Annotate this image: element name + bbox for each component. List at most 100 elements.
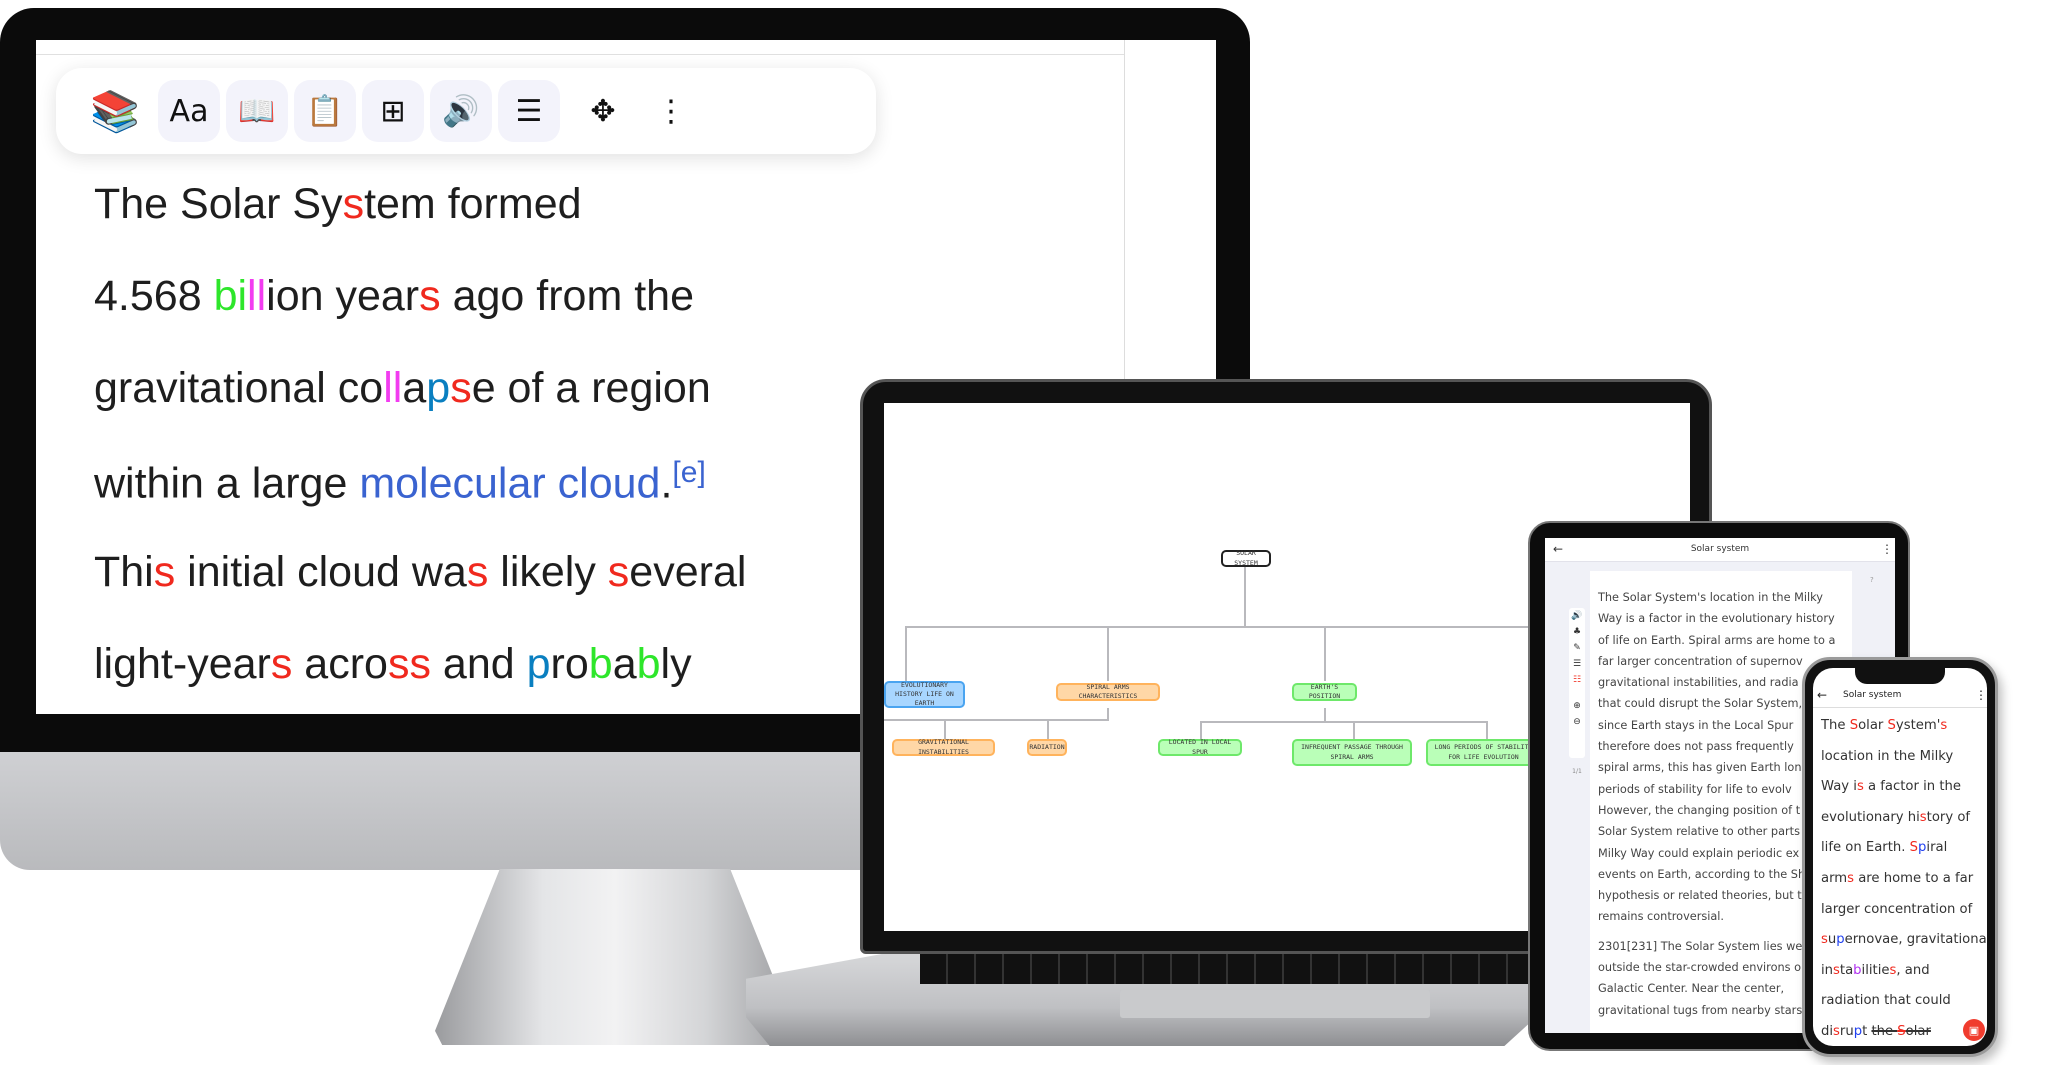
highlighted-letters: s bbox=[270, 640, 293, 688]
font-settings-button[interactable]: Aa bbox=[158, 80, 220, 142]
list-icon[interactable]: ☰ bbox=[1572, 659, 1582, 669]
clipboard-check-icon: 📋 bbox=[306, 93, 344, 129]
highlighted-letters[interactable]: [e] bbox=[672, 456, 706, 489]
highlighted-letters: s bbox=[1847, 870, 1854, 886]
text-line: events on Earth, according to the Sh bbox=[1598, 867, 1806, 881]
text-line: radiation that could bbox=[1821, 993, 1987, 1024]
highlighted-letters: ll bbox=[247, 272, 267, 320]
connector bbox=[905, 626, 1690, 628]
text-segment: a bbox=[612, 640, 637, 688]
mind-map-node-radiation[interactable]: RADIATION bbox=[1027, 739, 1067, 756]
highlighted-letters[interactable]: molecular cloud bbox=[359, 459, 661, 508]
highlighted-letters: s bbox=[1856, 779, 1864, 795]
text-line: larger concentration of bbox=[1821, 902, 1987, 933]
text-segment: ro bbox=[550, 640, 589, 688]
more-options-icon[interactable]: ⋮ bbox=[1881, 542, 1893, 556]
tablet-screen: ← Solar system ⋮ ? 🔊 ♣ ✎ ☰ ☷ ⊕ ⊖ 1/1 The… bbox=[1545, 538, 1895, 1033]
help-icon[interactable]: ? bbox=[1870, 576, 1874, 584]
connector bbox=[1244, 563, 1246, 628]
tablet-side-toolbar: 🔊 ♣ ✎ ☰ ☷ ⊕ ⊖ bbox=[1569, 608, 1585, 758]
mind-map-node-long-periods-stability[interactable]: LONG PERIODS OF STABILITY FOR LIFE EVOLU… bbox=[1426, 739, 1541, 766]
mind-map-icon: ⊞ bbox=[380, 93, 406, 129]
text-segment: acro bbox=[292, 640, 388, 688]
text-segment: . bbox=[660, 459, 673, 508]
mind-map-node-evolutionary-history[interactable]: EVOLUTIONARY HISTORY LIFE ON EARTH bbox=[884, 681, 965, 708]
font-settings-icon: Aa bbox=[169, 93, 209, 129]
text-line: Solar System relative to other parts bbox=[1598, 825, 1800, 839]
line-highlight-icon[interactable]: ☷ bbox=[1572, 675, 1582, 685]
mind-map-node-spiral-arms[interactable]: SPIRAL ARMS CHARACTERISTICS bbox=[1056, 683, 1160, 701]
back-arrow-icon[interactable]: ← bbox=[1817, 688, 1828, 702]
zoom-in-icon[interactable]: ⊕ bbox=[1573, 701, 1581, 711]
text-segment: 4.568 bbox=[94, 272, 214, 320]
highlighted-letters: s bbox=[419, 272, 441, 320]
more-options-icon[interactable]: ⋮ bbox=[1975, 688, 1987, 702]
app-logo-icon: 📚 bbox=[84, 80, 146, 142]
highlighted-letters: s bbox=[153, 548, 176, 596]
mind-map-node-earths-position[interactable]: EARTH'S POSITION bbox=[1292, 683, 1357, 701]
tablet-title: Solar system bbox=[1690, 544, 1750, 554]
line-highlight-button[interactable]: ☰ bbox=[498, 80, 560, 142]
text-line: outside the star-crowded environs o bbox=[1598, 961, 1802, 975]
highlighted-letters: b bbox=[636, 640, 661, 688]
text-line: within a large molecular cloud.[e] bbox=[94, 456, 854, 548]
text-line: gravitational instabilities, and radia bbox=[1598, 676, 1799, 690]
text-line: This initial cloud was likely several bbox=[94, 548, 854, 640]
connector bbox=[1486, 721, 1488, 739]
text-segment: tory of bbox=[1926, 809, 1971, 825]
text-segment: radiation that could bbox=[1821, 993, 1951, 1009]
text-line: gravitational collapse of a region bbox=[94, 364, 854, 456]
text-segment: evolutionary hi bbox=[1821, 809, 1920, 825]
divider bbox=[36, 54, 1124, 55]
text-line: that could disrupt the Solar System, bbox=[1598, 697, 1803, 711]
text-line: The Solar System formed bbox=[94, 180, 854, 272]
text-line: Way is a factor in the evolutionary hist… bbox=[1598, 612, 1835, 626]
text-line: Way is a factor in the bbox=[1821, 779, 1987, 810]
text-segment: ta bbox=[1839, 962, 1854, 978]
connector bbox=[1353, 721, 1355, 739]
text-to-speech-button[interactable]: 🔊 bbox=[430, 80, 492, 142]
back-arrow-icon[interactable]: ← bbox=[1553, 542, 1564, 556]
mind-map-node-gravitational-instabilities[interactable]: GRAVITATIONAL INSTABILITIES bbox=[892, 738, 995, 756]
text-line: since Earth stays in the Local Spur bbox=[1598, 718, 1794, 732]
move-toolbar-icon: ✥ bbox=[590, 93, 616, 129]
zoom-out-icon[interactable]: ⊖ bbox=[1573, 717, 1581, 727]
text-line: location in the Milky bbox=[1821, 749, 1987, 780]
text-line: 2301[231] The Solar System lies we bbox=[1598, 939, 1803, 953]
highlighted-letters: p bbox=[1836, 932, 1845, 948]
highlighted-letters: p bbox=[426, 364, 451, 412]
text-segment: a bbox=[402, 364, 427, 412]
text-segment: olar bbox=[1905, 1023, 1931, 1039]
app-logo-fab-button[interactable]: ▣ bbox=[1963, 1019, 1985, 1041]
text-segment: in bbox=[1821, 962, 1834, 978]
phone-header: ← Solar system ⋮ bbox=[1813, 684, 1987, 708]
mind-map-icon[interactable]: ♣ bbox=[1572, 627, 1582, 637]
text-line: instabilities, and bbox=[1821, 963, 1987, 994]
text-line: far larger concentration of supernov bbox=[1598, 654, 1803, 668]
mind-map-node-infrequent-passage[interactable]: INFREQUENT PASSAGE THROUGH SPIRAL ARMS bbox=[1292, 739, 1412, 766]
text-line: arms are home to a far bbox=[1821, 871, 1987, 902]
highlighted-letters: s bbox=[1889, 962, 1897, 978]
highlighted-letters: b bbox=[1853, 962, 1862, 978]
reader-toolbar: 📚 Aa 📖 📋 ⊞ 🔊☰ ✥ ⋮ bbox=[56, 68, 876, 154]
connector bbox=[1200, 721, 1202, 739]
text-line: therefore does not pass frequently bbox=[1598, 740, 1794, 754]
text-segment: ly bbox=[660, 640, 692, 688]
pencil-icon[interactable]: ✎ bbox=[1573, 643, 1581, 653]
connector bbox=[1324, 708, 1326, 722]
reading-mode-button[interactable]: 📖 bbox=[226, 80, 288, 142]
more-options-button[interactable]: ⋮ bbox=[640, 80, 702, 142]
text-segment: within a large bbox=[94, 459, 360, 508]
clipboard-check-button[interactable]: 📋 bbox=[294, 80, 356, 142]
mind-map-node-local-spur[interactable]: LOCATED IN LOCAL SPUR bbox=[1158, 738, 1242, 756]
text-segment: The bbox=[1821, 718, 1850, 733]
text-segment: Way i bbox=[1821, 779, 1857, 795]
move-toolbar-button[interactable]: ✥ bbox=[572, 80, 634, 142]
connector bbox=[884, 719, 1109, 721]
speaker-icon[interactable]: 🔊 bbox=[1571, 611, 1583, 621]
highlighted-letters: s bbox=[342, 180, 365, 228]
text-segment: , and bbox=[1896, 962, 1930, 978]
mind-map-button[interactable]: ⊞ bbox=[362, 80, 424, 142]
mind-map-root-node[interactable]: SOLAR SYSTEM bbox=[1221, 549, 1271, 567]
text-segment: u bbox=[1827, 932, 1837, 948]
